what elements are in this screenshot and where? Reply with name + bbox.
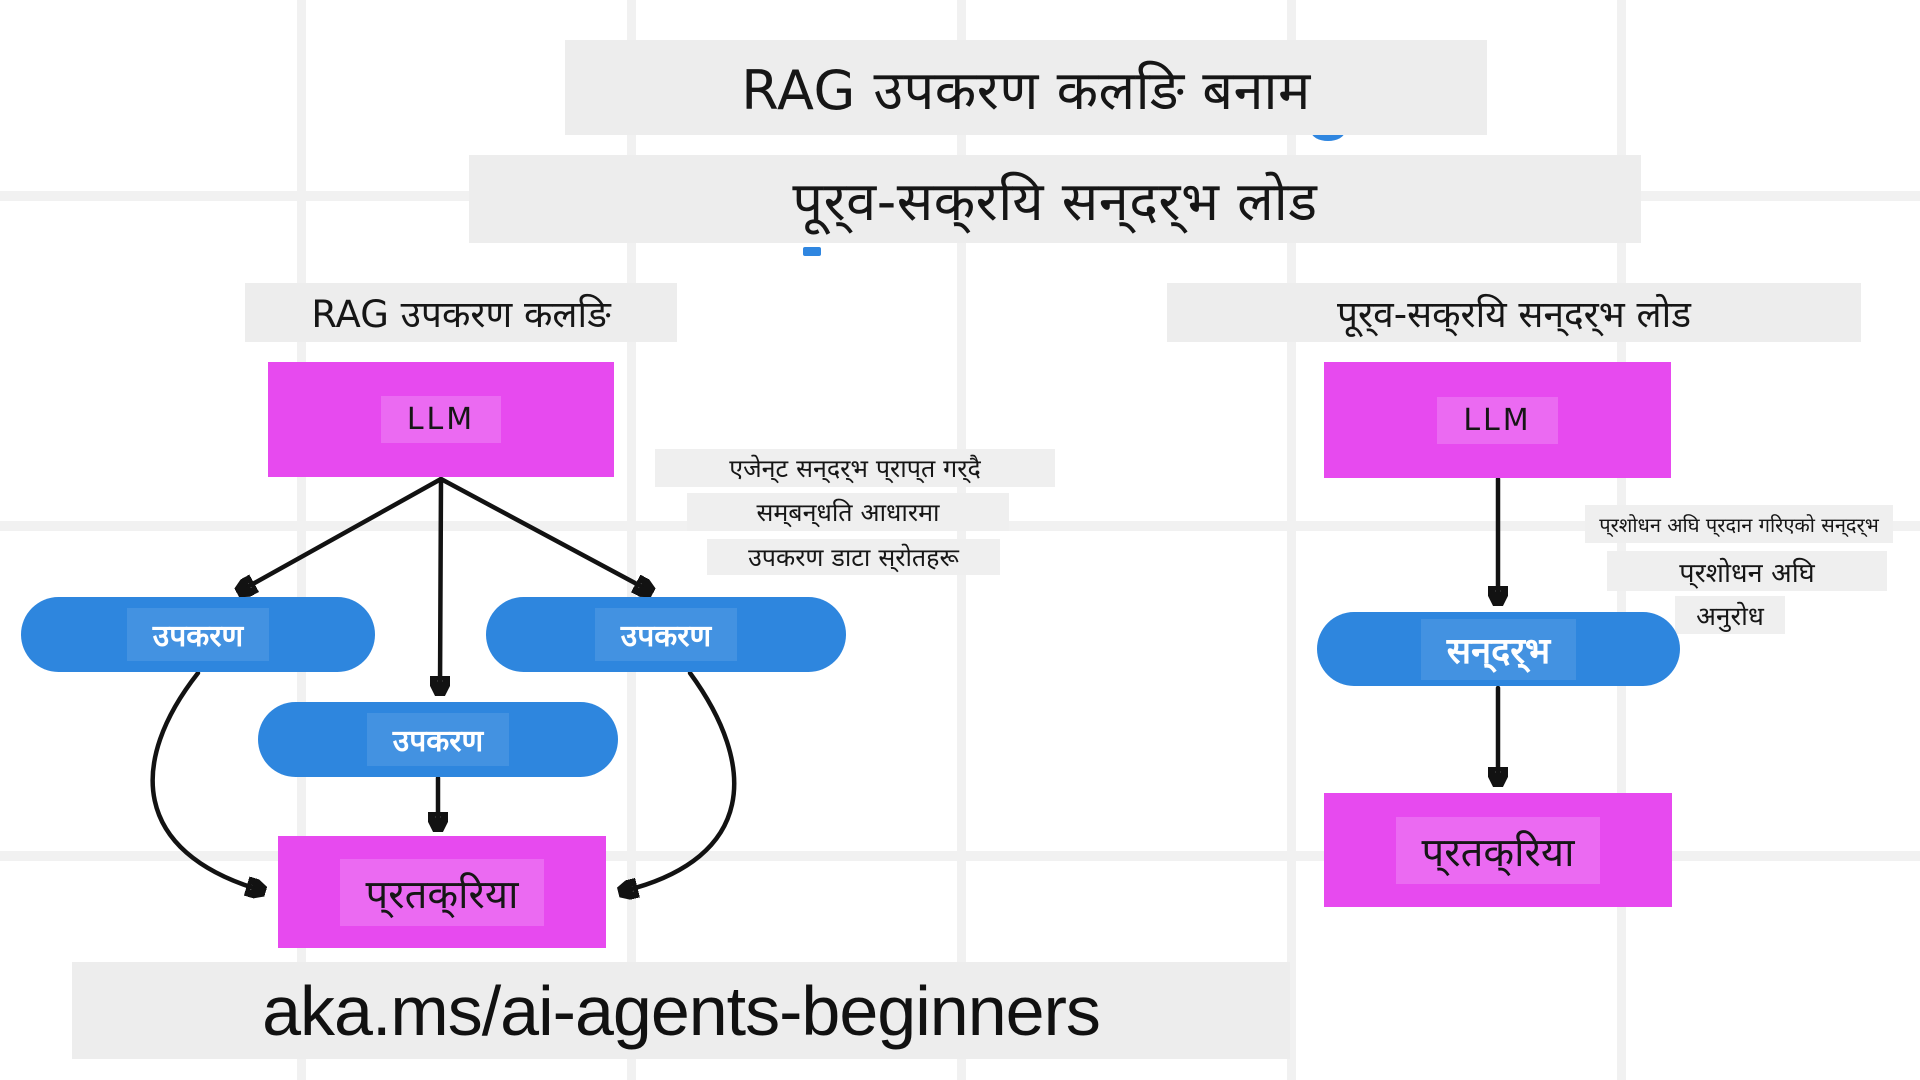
left-tool-3-label: उपकरण [366, 713, 510, 766]
blue-dash-mark [803, 247, 821, 256]
left-llm-label: LLM [380, 396, 502, 443]
right-annotation-2: प्‌रशोधन अघि [1607, 551, 1887, 591]
left-llm-box: LLM [268, 362, 614, 477]
right-annotation-1-text: प्‌रशोधन अघि प्‌रदान गरिएको सन्‌दर्‌भ [1599, 512, 1879, 537]
right-column-header-text: पूर्‌व-सक्‌रयि सन्‌दर्‌भ लोड [1337, 293, 1691, 336]
left-annotation-1-text: एजेन्‌ट सन्‌दर्‌भ प्‌राप्‌त गर्‌दै [729, 454, 981, 483]
right-llm-label: LLM [1437, 396, 1558, 444]
left-tool-2-label: उपकरण [594, 608, 738, 661]
right-annotation-3: अनुरोध [1675, 596, 1785, 634]
right-annotation-1: प्‌रशोधन अघि प्‌रदान गरिएको सन्‌दर्‌भ [1585, 505, 1893, 543]
footer-link-text: aka.ms/ai-agents-beginners [262, 971, 1101, 1050]
left-annotation-3-text: उपकरण डाटा स्‌रोतहरू [748, 543, 959, 572]
left-annotation-2-text: सम्‌बन्‌धति आधारमा [756, 498, 940, 527]
right-annotation-3-text: अनुरोध [1696, 602, 1764, 632]
main-title-line2-text: पूर्‌व-सक्‌रयि सन्‌दर्‌भ लोड [792, 170, 1318, 233]
left-annotation-2: सम्‌बन्‌धति आधारमा [687, 493, 1009, 531]
arrow-tool-right-to-response [624, 670, 737, 891]
main-title-line1-text: RAG उपकरण कलङि बनाम [741, 58, 1311, 122]
left-tool-box-2: उपकरण [486, 597, 846, 672]
arrow-llm-to-tool-right [438, 476, 648, 590]
grid-line-vertical [627, 0, 636, 1080]
right-response-box: प्‌रतक्‌रिया [1324, 793, 1672, 907]
left-column-header-text: RAG उपकरण कलङि [311, 293, 611, 336]
left-tool-1-label: उपकरण [126, 608, 270, 661]
left-response-label: प्‌रतक्‌रिया [339, 858, 545, 926]
footer-link-strip: aka.ms/ai-agents-beginners [72, 962, 1290, 1059]
right-column-header: पूर्‌व-सक्‌रयि सन्‌दर्‌भ लोड [1167, 283, 1861, 342]
left-column-header: RAG उपकरण कलङि [245, 283, 677, 342]
grid-line-vertical [297, 0, 306, 1080]
grid-line-vertical [1287, 0, 1296, 1080]
main-title-line1: RAG उपकरण कलङि बनाम [565, 40, 1487, 135]
main-title-line2: पूर्‌व-सक्‌रयि सन्‌दर्‌भ लोड [469, 155, 1641, 243]
left-annotation-3: उपकरण डाटा स्‌रोतहरू [707, 539, 1000, 575]
left-annotation-1: एजेन्‌ट सन्‌दर्‌भ प्‌राप्‌त गर्‌दै [655, 449, 1055, 487]
right-response-label: प्‌रतक्‌रिया [1395, 816, 1601, 884]
arrow-llm-to-tool-left [242, 476, 444, 590]
right-llm-box: LLM [1324, 362, 1671, 478]
left-response-box: प्‌रतक्‌रिया [278, 836, 606, 948]
right-context-label: सन्‌दर्‌भ [1420, 618, 1577, 680]
arrow-llm-to-tool-middle [440, 476, 441, 690]
right-context-box: सन्‌दर्‌भ [1317, 612, 1680, 686]
grid-line-horizontal [0, 851, 1920, 861]
left-tool-box-1: उपकरण [21, 597, 375, 672]
right-annotation-2-text: प्‌रशोधन अघि [1679, 557, 1815, 589]
left-tool-box-3: उपकरण [258, 702, 618, 777]
arrow-tool-left-to-response [150, 670, 260, 890]
